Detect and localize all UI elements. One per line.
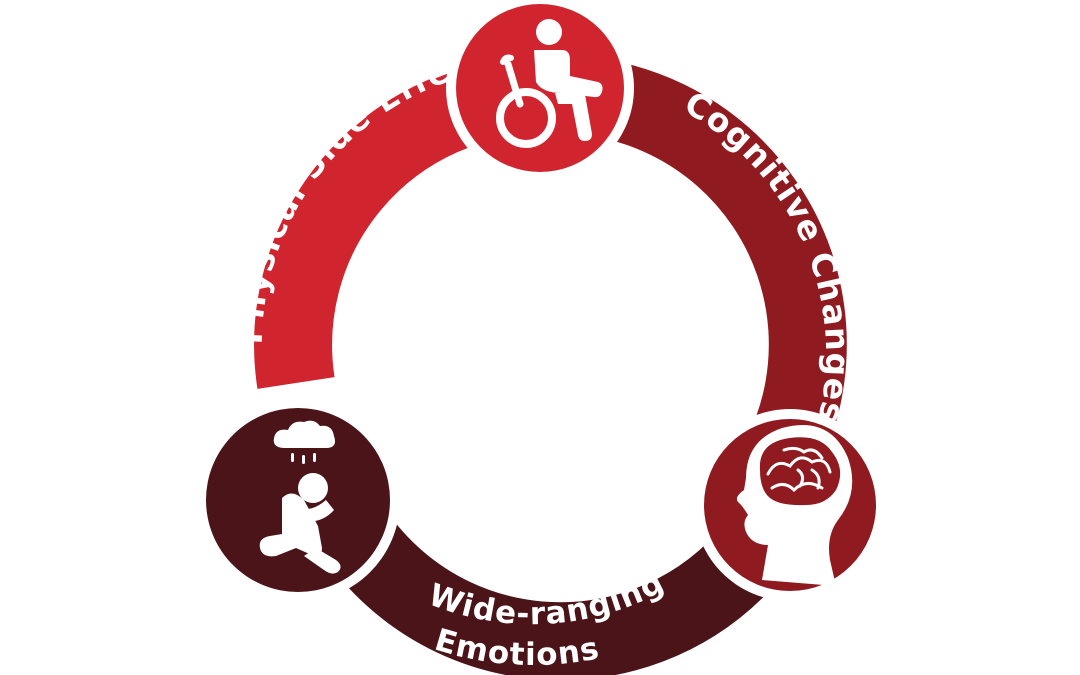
- wheelchair-icon: [496, 19, 603, 148]
- sad-person-cloud-icon: [259, 420, 341, 574]
- node-cognitive: [694, 409, 886, 601]
- node-emotions: [196, 398, 400, 602]
- brain-head-icon: [736, 424, 853, 586]
- node-physical: [446, 0, 634, 182]
